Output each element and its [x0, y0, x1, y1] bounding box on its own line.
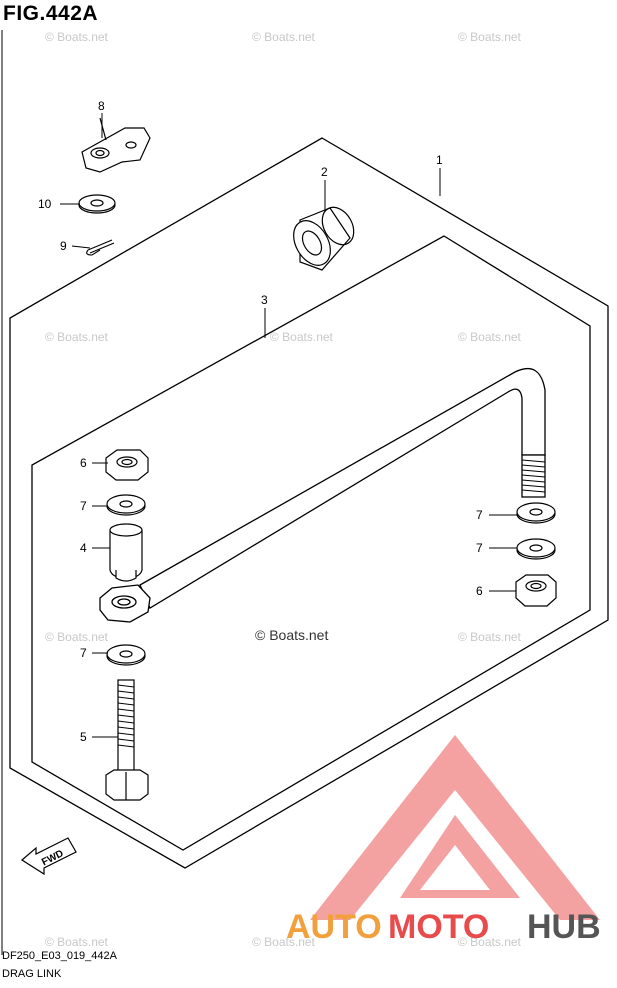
figure-code: DF250_E03_019_442A — [2, 950, 117, 962]
assembly-outline-inner — [31, 235, 591, 851]
callout-7-left-upper: 7 — [80, 499, 87, 513]
callout-5: 5 — [80, 730, 87, 744]
callout-6-left: 6 — [80, 456, 87, 470]
figure-name: DRAG LINK — [2, 968, 62, 980]
logo-text-auto: AUTO — [286, 908, 382, 946]
part-4-collar — [109, 523, 143, 582]
callout-7-left-lower: 7 — [80, 646, 87, 660]
part-6-nut-right — [515, 574, 557, 607]
watermark: © Boats.net — [252, 30, 316, 44]
part-8-clip — [81, 117, 151, 173]
part-5-bolt — [105, 679, 149, 801]
watermark: © Boats.net — [458, 30, 522, 44]
watermark: © Boats.net — [45, 330, 109, 344]
fwd-arrow-icon: FWD — [20, 837, 77, 876]
watermarks: © Boats.net © Boats.net © Boats.net © Bo… — [45, 30, 522, 949]
part-6-nut-left — [105, 449, 149, 481]
part-7-washer-right-lower — [516, 538, 556, 560]
watermark: © Boats.net — [45, 630, 109, 644]
drag-rod — [99, 367, 546, 623]
automotohub-logo: AUTO MOTO HUB — [286, 735, 601, 946]
part-10-washer — [78, 194, 116, 214]
watermark-center: © Boats.net — [255, 627, 328, 643]
part-9-cotter-pin — [86, 239, 115, 256]
watermark: © Boats.net — [458, 630, 522, 644]
part-7-washer-left-upper — [106, 494, 146, 516]
part-7-washer-left-lower — [106, 644, 146, 666]
callout-3: 3 — [261, 293, 268, 307]
watermark: © Boats.net — [252, 935, 316, 949]
callout-7-right-lower: 7 — [476, 541, 483, 555]
logo-text-hub: HUB — [527, 908, 601, 946]
watermark: © Boats.net — [45, 30, 109, 44]
callout-10: 10 — [38, 197, 52, 211]
part-7-washer-right-upper — [516, 502, 556, 524]
watermark: © Boats.net — [458, 330, 522, 344]
callout-8: 8 — [98, 99, 105, 113]
figure-title: FIG.442A — [3, 2, 99, 25]
watermark: © Boats.net — [45, 935, 109, 949]
callout-7-right-upper: 7 — [476, 508, 483, 522]
watermark: © Boats.net — [458, 935, 522, 949]
callouts: 8 10 9 1 2 3 6 7 4 7 5 7 7 6 — [38, 99, 483, 744]
callout-6-right: 6 — [476, 584, 483, 598]
watermark: © Boats.net — [270, 330, 334, 344]
callout-2: 2 — [321, 165, 328, 179]
callout-9: 9 — [60, 239, 67, 253]
part-2-bushing — [293, 206, 355, 271]
leader-lines — [60, 113, 517, 738]
callout-4: 4 — [80, 541, 87, 555]
callout-1: 1 — [436, 153, 443, 167]
assembly-outline-outer — [9, 137, 609, 869]
logo-text-moto: MOTO — [388, 908, 489, 946]
